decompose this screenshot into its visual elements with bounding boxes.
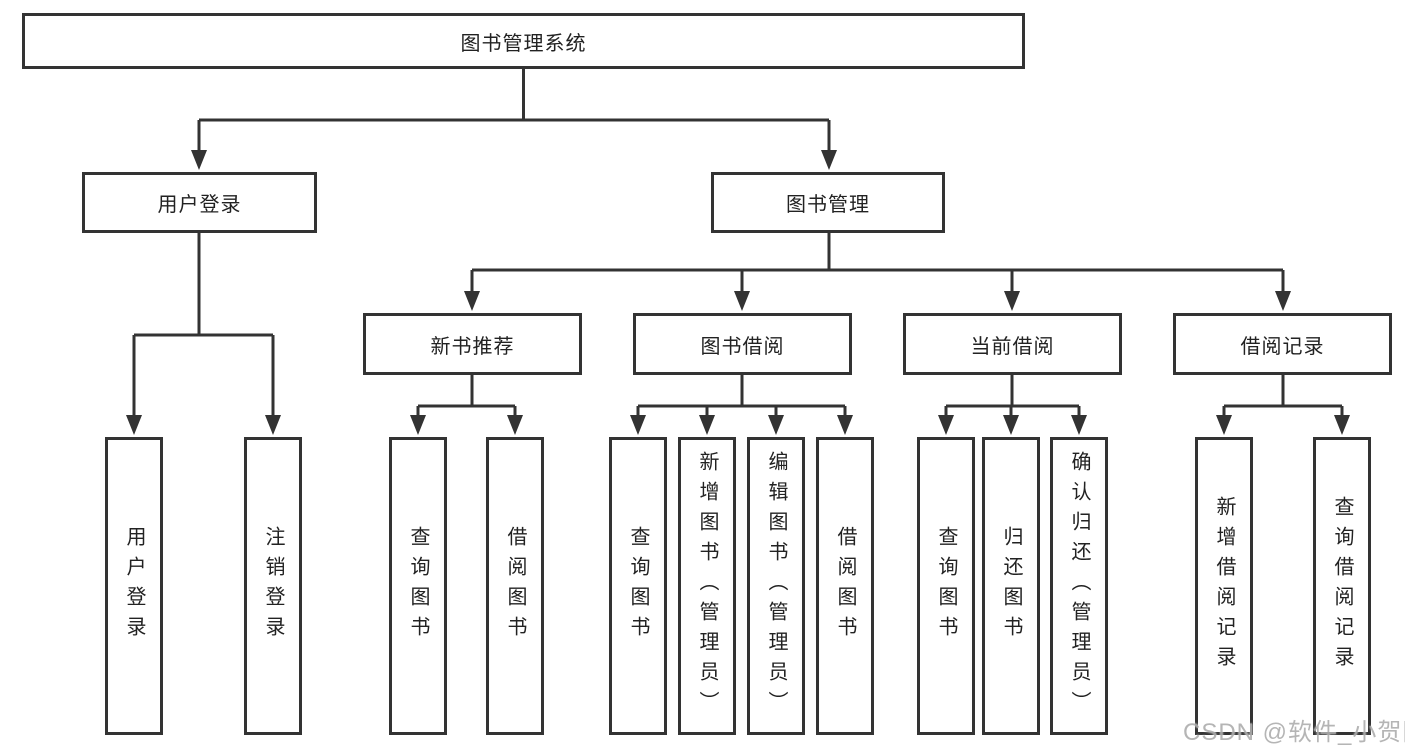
leaf-br-query-record: 查询借阅记录 — [1313, 437, 1371, 735]
node-root: 图书管理系统 — [22, 13, 1025, 69]
leaf-bb-query-book-label: 查询图书 — [627, 526, 649, 646]
node-borrow-records-label: 借阅记录 — [1240, 335, 1325, 358]
leaf-user-login: 用户登录 — [105, 437, 163, 735]
leaf-nb-borrow-book: 借阅图书 — [486, 437, 544, 735]
leaf-cb-query-book-label: 查询图书 — [935, 526, 957, 646]
node-root-label: 图书管理系统 — [460, 32, 587, 55]
leaf-bb-edit-book-admin: 编辑图书（管理员） — [747, 437, 805, 735]
leaf-bb-query-book: 查询图书 — [609, 437, 667, 735]
node-book-management: 图书管理 — [711, 172, 945, 233]
leaf-bb-borrow-book: 借阅图书 — [816, 437, 874, 735]
leaf-bb-add-book-admin-label: 新增图书（管理员） — [696, 451, 718, 721]
node-user-login: 用户登录 — [82, 172, 317, 233]
leaf-br-add-record-label: 新增借阅记录 — [1213, 496, 1235, 676]
leaf-logout: 注销登录 — [244, 437, 302, 735]
leaf-logout-label: 注销登录 — [262, 526, 284, 646]
leaf-nb-query-book-label: 查询图书 — [407, 526, 429, 646]
node-book-management-label: 图书管理 — [786, 194, 870, 216]
node-current-borrow-label: 当前借阅 — [970, 335, 1055, 358]
leaf-cb-return-book-label: 归还图书 — [1000, 526, 1022, 646]
leaf-br-query-record-label: 查询借阅记录 — [1331, 496, 1353, 676]
leaf-cb-return-book: 归还图书 — [982, 437, 1040, 735]
node-borrow-records: 借阅记录 — [1173, 313, 1392, 375]
leaf-bb-add-book-admin: 新增图书（管理员） — [678, 437, 736, 735]
leaf-nb-borrow-book-label: 借阅图书 — [504, 526, 526, 646]
node-current-borrow: 当前借阅 — [903, 313, 1122, 375]
leaf-cb-query-book: 查询图书 — [917, 437, 975, 735]
arrowheads — [126, 150, 1350, 435]
node-user-login-label: 用户登录 — [157, 194, 242, 216]
node-new-book-recommend: 新书推荐 — [363, 313, 582, 375]
leaf-bb-borrow-book-label: 借阅图书 — [834, 526, 856, 646]
leaf-cb-confirm-return-admin-label: 确认归还（管理员） — [1068, 451, 1090, 721]
node-book-borrow: 图书借阅 — [633, 313, 852, 375]
node-book-borrow-label: 图书借阅 — [700, 335, 785, 358]
watermark: CSDN @软件_小贺同学 — [1183, 719, 1405, 746]
leaf-br-add-record: 新增借阅记录 — [1195, 437, 1253, 735]
leaf-cb-confirm-return-admin: 确认归还（管理员） — [1050, 437, 1108, 735]
leaf-bb-edit-book-admin-label: 编辑图书（管理员） — [765, 451, 787, 721]
node-new-book-recommend-label: 新书推荐 — [430, 335, 515, 358]
leaf-nb-query-book: 查询图书 — [389, 437, 447, 735]
leaf-user-login-label: 用户登录 — [123, 526, 145, 646]
